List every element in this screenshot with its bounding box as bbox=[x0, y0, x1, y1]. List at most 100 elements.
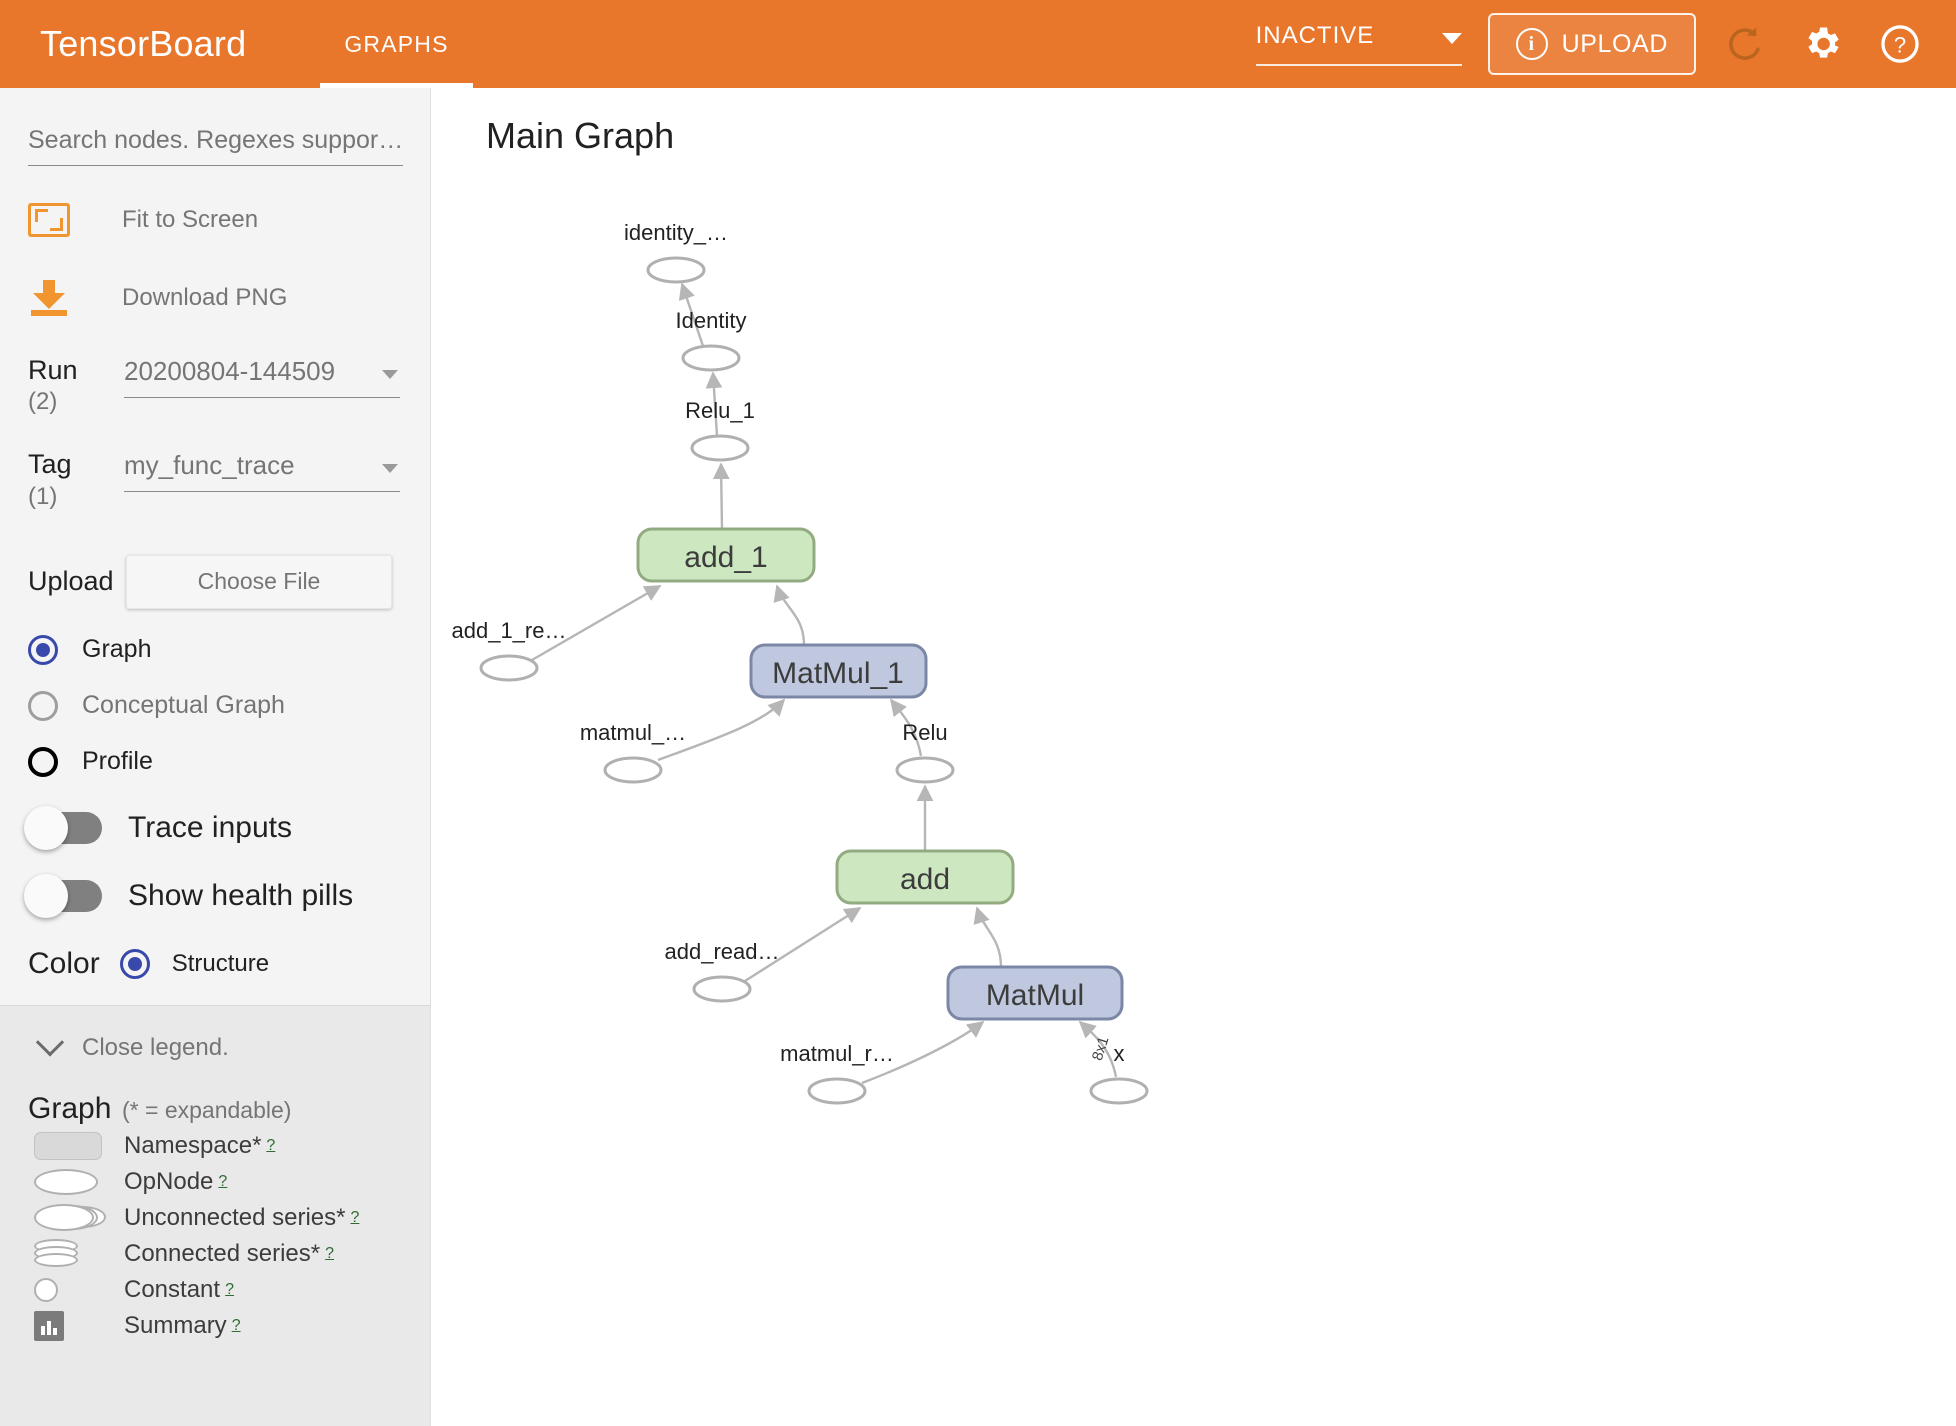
legend-item-opnode: OpNode ? bbox=[28, 1167, 402, 1198]
graph-svg[interactable]: identity_… Identity Relu_1 add_1 add_1_r… bbox=[432, 88, 1956, 1426]
graph-node-ellipses[interactable] bbox=[479, 256, 1149, 1105]
run-value[interactable]: 20200804-144509 bbox=[124, 356, 400, 398]
legend-title: Graph bbox=[28, 1091, 112, 1125]
unconnected-series-shape-icon bbox=[28, 1204, 124, 1232]
opnode-shape-icon bbox=[28, 1169, 124, 1196]
node-label-relu-1: Relu_1 bbox=[685, 398, 755, 423]
node-matmul-read-1 bbox=[603, 756, 663, 784]
edge-identity-to-identityout bbox=[678, 282, 705, 347]
help-link[interactable]: ? bbox=[218, 1173, 228, 1191]
upload-button-label: UPLOAD bbox=[1561, 29, 1668, 58]
edge-matmul-to-add bbox=[973, 906, 1003, 968]
toggle-show-health-pills-switch[interactable] bbox=[24, 873, 102, 918]
toggle-trace-inputs-switch[interactable] bbox=[24, 805, 102, 850]
graph-node-boxes[interactable] bbox=[636, 527, 1124, 1021]
upload-button[interactable]: i UPLOAD bbox=[1487, 13, 1696, 75]
legend-header: Graph (* = expandable) bbox=[28, 1092, 402, 1126]
node-label-matmul: MatMul bbox=[986, 979, 1084, 1012]
node-identity-out bbox=[646, 256, 706, 284]
legend-panel: Close legend. Graph (* = expandable) Nam… bbox=[0, 1004, 430, 1426]
tag-value[interactable]: my_func_trace bbox=[124, 450, 400, 493]
run-status-dropdown[interactable]: INACTIVE bbox=[1255, 22, 1462, 66]
search-container bbox=[28, 126, 403, 166]
node-label-add-1: add_1 bbox=[684, 541, 767, 574]
edge-matmulread-to-matmul bbox=[861, 1020, 985, 1085]
node-matmul-read bbox=[807, 1077, 867, 1105]
namespace-shape-icon bbox=[28, 1132, 124, 1161]
graph-canvas[interactable]: Main Graph bbox=[432, 88, 1956, 1426]
radio-conceptual-graph-label: Conceptual Graph bbox=[82, 691, 285, 720]
run-count: (2) bbox=[28, 388, 58, 416]
gear-icon[interactable] bbox=[1800, 22, 1844, 66]
edge-addread-to-add bbox=[744, 906, 862, 983]
run-label-group: Run (2) bbox=[28, 356, 124, 416]
edge-relu-to-matmul1 bbox=[889, 698, 923, 757]
graph-edges bbox=[531, 282, 1118, 1085]
help-link[interactable]: ? bbox=[225, 1281, 234, 1299]
legend-item-label: OpNode bbox=[124, 1168, 214, 1196]
radio-graph-label: Graph bbox=[82, 635, 152, 664]
legend-item-label: Constant bbox=[124, 1276, 221, 1304]
legend-subtitle: (* = expandable) bbox=[122, 1096, 292, 1123]
download-png-label: Download PNG bbox=[122, 284, 288, 311]
run-status-label: INACTIVE bbox=[1255, 22, 1375, 49]
sidebar: Fit to Screen Download PNG Run (2) 20200… bbox=[0, 88, 431, 1426]
help-link[interactable]: ? bbox=[325, 1245, 335, 1263]
edge-relu1-to-identity bbox=[705, 371, 723, 437]
tab-graphs[interactable]: GRAPHS bbox=[320, 0, 474, 88]
close-legend-button[interactable]: Close legend. bbox=[28, 1027, 402, 1062]
chevron-down-icon bbox=[1441, 33, 1462, 44]
node-relu bbox=[895, 756, 955, 784]
choose-file-button[interactable]: Choose File bbox=[126, 554, 392, 609]
chevron-down-icon bbox=[382, 464, 398, 474]
node-label-matmul-read: matmul_r… bbox=[780, 1041, 894, 1066]
edge-label-x-matmul: 8x1 bbox=[1089, 1034, 1113, 1062]
help-link[interactable]: ? bbox=[231, 1317, 241, 1335]
page-title: Main Graph bbox=[486, 115, 675, 156]
node-x bbox=[1089, 1077, 1149, 1105]
legend-item-constant: Constant ? bbox=[28, 1275, 402, 1306]
upload-row: Upload Choose File bbox=[28, 554, 402, 609]
refresh-icon[interactable] bbox=[1724, 23, 1766, 65]
radio-profile-label: Profile bbox=[82, 747, 153, 776]
connected-series-shape-icon bbox=[28, 1239, 124, 1269]
graph-node-labels: identity_… Identity Relu_1 add_1 add_1_r… bbox=[452, 220, 1125, 1066]
chevron-down-icon bbox=[35, 1027, 65, 1057]
radio-profile[interactable]: Profile bbox=[28, 746, 402, 777]
color-structure-label: Structure bbox=[171, 949, 270, 977]
legend-item-label: Summary bbox=[124, 1312, 227, 1340]
radio-structure-icon[interactable] bbox=[119, 948, 150, 979]
run-selector[interactable]: Run (2) 20200804-144509 bbox=[28, 356, 402, 416]
node-label-relu: Relu bbox=[902, 720, 947, 745]
node-label-identity-out: identity_… bbox=[624, 220, 728, 245]
tag-count: (1) bbox=[28, 482, 58, 510]
tag-label-group: Tag (1) bbox=[28, 450, 124, 510]
node-add-1-box bbox=[636, 527, 816, 583]
help-link[interactable]: ? bbox=[266, 1137, 276, 1155]
help-icon[interactable]: ? bbox=[1878, 22, 1922, 66]
edge-x-to-matmul bbox=[1078, 1020, 1118, 1078]
download-png-button[interactable]: Download PNG bbox=[28, 274, 402, 322]
chevron-down-icon bbox=[382, 370, 398, 379]
help-link[interactable]: ? bbox=[350, 1209, 360, 1227]
run-label: Run bbox=[28, 355, 78, 385]
tag-selector[interactable]: Tag (1) my_func_trace bbox=[28, 450, 402, 510]
radio-conceptual-graph[interactable]: Conceptual Graph bbox=[28, 690, 402, 721]
edge-add1read-to-add1 bbox=[531, 584, 662, 662]
node-add-box bbox=[835, 849, 1015, 905]
search-input[interactable] bbox=[28, 126, 403, 166]
toggle-trace-inputs[interactable]: Trace inputs bbox=[24, 805, 402, 850]
legend-item-namespace: Namespace* ? bbox=[28, 1131, 402, 1162]
node-label-x: x bbox=[1114, 1041, 1125, 1066]
node-identity bbox=[681, 344, 741, 372]
radio-graph-icon bbox=[28, 634, 58, 665]
fit-to-screen-button[interactable]: Fit to Screen bbox=[28, 196, 402, 244]
node-add-read bbox=[692, 975, 752, 1003]
info-icon: i bbox=[1515, 28, 1548, 60]
color-selector: Color Structure bbox=[28, 947, 402, 1005]
node-matmul-1-box bbox=[749, 643, 928, 699]
radio-graph[interactable]: Graph bbox=[28, 634, 402, 665]
upload-label: Upload bbox=[28, 566, 114, 597]
color-label: Color bbox=[28, 946, 100, 980]
toggle-show-health-pills[interactable]: Show health pills bbox=[24, 873, 402, 918]
